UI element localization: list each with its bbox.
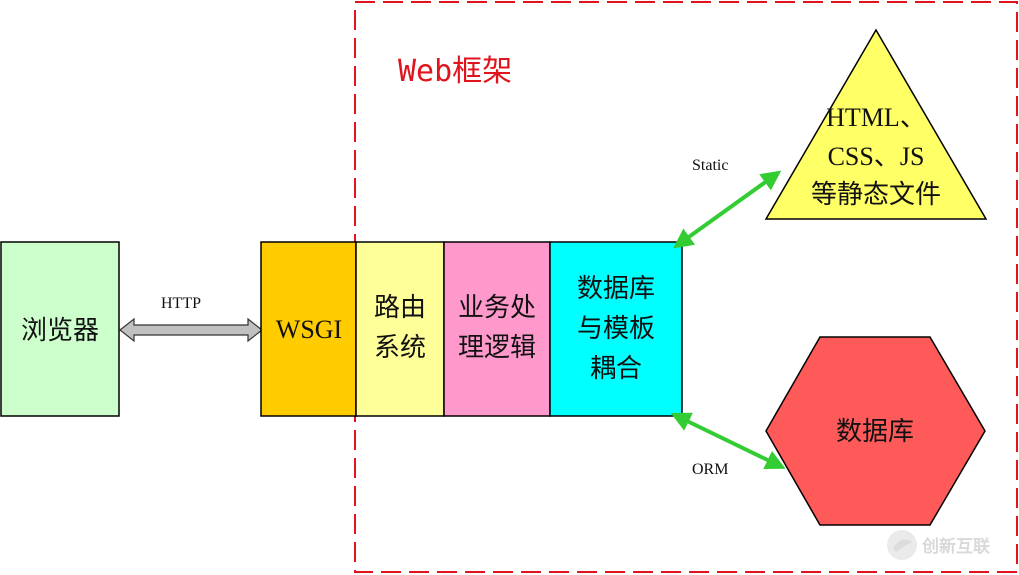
routing-box (355, 241, 445, 417)
routing-label-line1: 路由 (374, 293, 426, 323)
watermark: 创新互联 (887, 530, 990, 560)
static-files-line1: HTML、 (826, 103, 926, 132)
static-arrow-label: Static (692, 157, 728, 174)
http-arrow (119, 317, 263, 343)
static-arrow (672, 170, 782, 249)
orm-arrow-label: ORM (692, 461, 728, 478)
static-files-triangle (764, 28, 988, 220)
business-logic-line1: 业务处 (458, 293, 536, 323)
database-hexagon (765, 336, 986, 526)
coupling-line1: 数据库 (577, 274, 655, 304)
browser-box (0, 241, 120, 417)
web-framework-title: Web框架 (398, 54, 512, 89)
static-files-line3: 等静态文件 (811, 180, 941, 210)
static-files-line2: CSS、JS (828, 142, 925, 171)
routing-label-line2: 系统 (374, 333, 426, 363)
coupling-line3: 耦合 (590, 354, 642, 384)
coupling-line2: 与模板 (577, 314, 655, 344)
orm-arrow (670, 412, 786, 470)
http-label: HTTP (161, 295, 201, 312)
business-logic-line2: 理逻辑 (458, 333, 536, 363)
watermark-text: 创新互联 (921, 536, 990, 557)
wsgi-box (260, 241, 357, 417)
database-label: 数据库 (836, 417, 914, 447)
coupling-box (549, 241, 683, 417)
browser-label: 浏览器 (21, 316, 99, 346)
business-logic-box (443, 241, 551, 417)
wsgi-label: WSGI (276, 315, 342, 344)
